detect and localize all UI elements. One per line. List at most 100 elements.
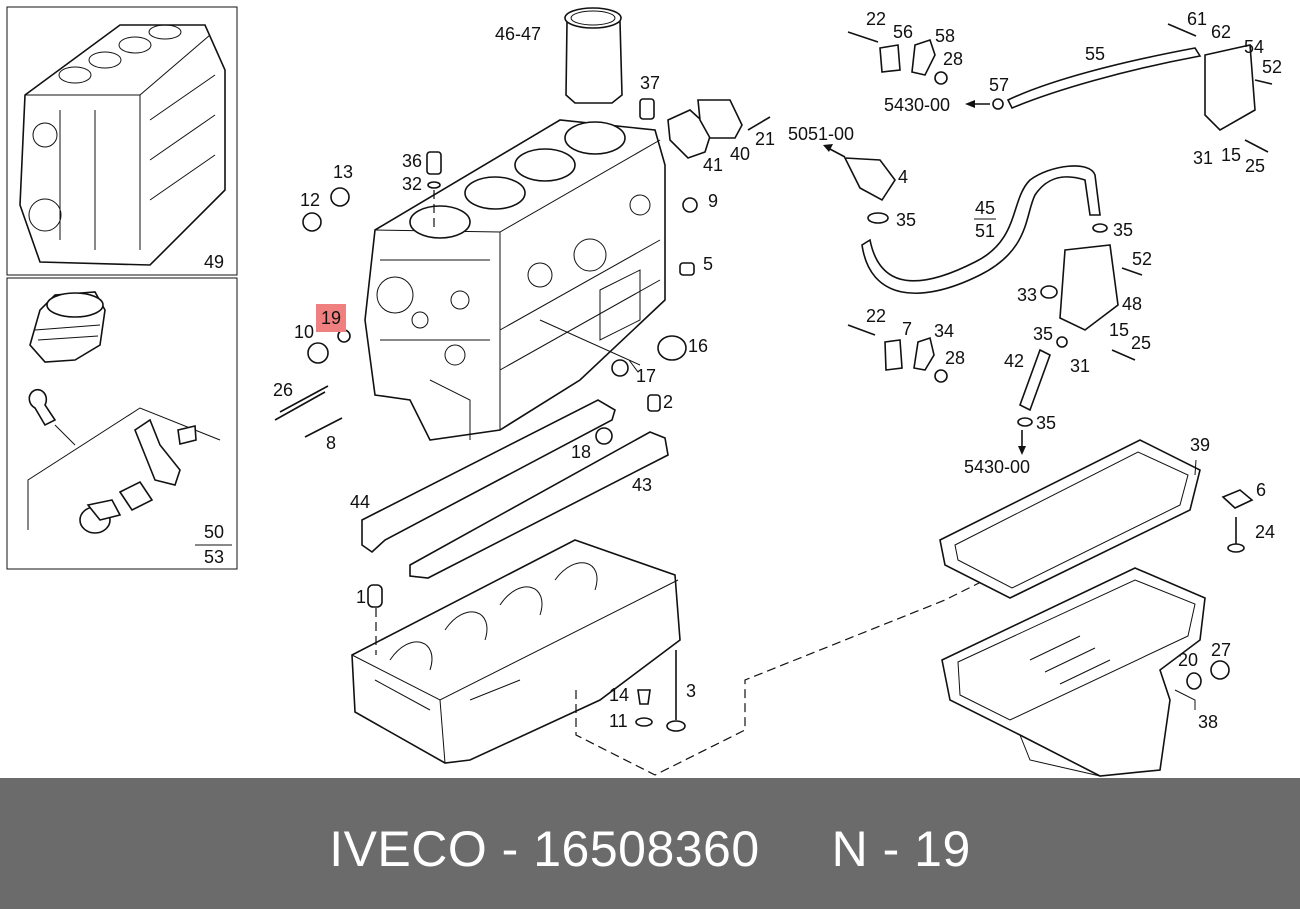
label-34: 34: [934, 321, 954, 341]
washer-11: [635, 717, 653, 727]
label-51: 51: [975, 221, 995, 241]
label-54: 54: [1244, 37, 1264, 57]
label-5430-top: 5430-00: [884, 95, 950, 115]
label-35-b: 35: [1113, 220, 1133, 240]
bolt-25-mid: [1111, 349, 1136, 361]
nut-28-mid: [934, 369, 948, 383]
plug-9: [682, 197, 698, 213]
label-43: 43: [632, 475, 652, 495]
label-55: 55: [1085, 44, 1105, 64]
bolt-22-mid: [847, 324, 876, 336]
pan-gasket-39: [939, 439, 1201, 599]
label-50: 50: [204, 522, 224, 542]
stud-26: [274, 391, 326, 421]
label-21: 21: [755, 129, 775, 149]
label-33: 33: [1017, 285, 1037, 305]
label-58: 58: [935, 26, 955, 46]
sensor-34: [913, 336, 935, 371]
label-9: 9: [708, 191, 718, 211]
label-2: 2: [663, 392, 673, 412]
label-17: 17: [636, 366, 656, 386]
inset-frame-bottom: [6, 277, 238, 570]
label-15-top: 15: [1221, 145, 1241, 165]
label-62: 62: [1211, 22, 1231, 42]
exploded-view-drawing: 49 50 53: [6, 6, 1282, 777]
label-1: 1: [356, 587, 366, 607]
label-26: 26: [273, 380, 293, 400]
plug-17: [611, 359, 629, 377]
label-27: 27: [1211, 640, 1231, 660]
part-32: [427, 181, 441, 189]
label-24: 24: [1255, 522, 1275, 542]
part-13: [330, 187, 350, 207]
sensor-58: [911, 38, 936, 76]
label-31-top: 31: [1193, 148, 1213, 168]
nut-6: [1221, 489, 1254, 509]
crankcase: [351, 539, 681, 764]
breather-54: [1204, 44, 1256, 131]
label-5430-bottom: 5430-00: [964, 457, 1030, 477]
caption-bar: IVECO - 16508360 N - 19: [0, 778, 1300, 909]
bolt-61: [1167, 23, 1197, 37]
gasket-44: [361, 399, 616, 554]
label-53: 53: [204, 547, 224, 567]
label-22-mid: 22: [866, 306, 886, 326]
label-15-mid: 15: [1109, 320, 1129, 340]
label-57: 57: [989, 75, 1009, 95]
fitting-4: [843, 157, 896, 202]
plug-5: [679, 262, 695, 276]
label-35-d: 35: [1036, 413, 1056, 433]
plug-14: [637, 689, 651, 705]
bolt-3-head: [666, 720, 686, 732]
clamp-35-b: [1092, 223, 1108, 233]
label-20: 20: [1178, 650, 1198, 670]
plug-16: [657, 335, 687, 361]
clamp-35-d: [1017, 417, 1033, 427]
label-5: 5: [703, 254, 713, 274]
label-45: 45: [975, 198, 995, 218]
label-46-47: 46-47: [495, 24, 541, 44]
pipe-55: [1006, 47, 1202, 110]
inset-liner-parts: [27, 291, 232, 546]
label-5051-00: 5051-00: [788, 124, 854, 144]
part-37: [639, 98, 655, 120]
label-35-a: 35: [896, 210, 916, 230]
part-12: [302, 212, 322, 232]
tube-42: [1019, 348, 1051, 412]
dowel-2: [647, 394, 661, 412]
clamp-57: [992, 98, 1004, 110]
label-16: 16: [688, 336, 708, 356]
hose-45-51: [861, 165, 1101, 294]
label-56: 56: [893, 22, 913, 42]
oil-pan-38: [941, 567, 1206, 777]
label-48: 48: [1122, 294, 1142, 314]
label-12: 12: [300, 190, 320, 210]
label-4: 4: [898, 167, 908, 187]
label-28-top: 28: [943, 49, 963, 69]
label-10: 10: [294, 322, 314, 342]
plug-10: [307, 342, 329, 364]
clamp-35-a: [867, 212, 889, 224]
label-3: 3: [686, 681, 696, 701]
arrow-5051: [827, 147, 846, 158]
inset-frame-top: [6, 6, 238, 276]
label-32: 32: [402, 174, 422, 194]
label-18: 18: [571, 442, 591, 462]
cylinder-liner: [564, 7, 623, 104]
label-31-mid: 31: [1070, 356, 1090, 376]
label-52-mid: 52: [1132, 249, 1152, 269]
bolt-52-top: [1254, 79, 1273, 85]
label-22-top: 22: [866, 9, 886, 29]
label-28-mid: 28: [945, 348, 965, 368]
label-25-top: 25: [1245, 156, 1265, 176]
label-25-mid: 25: [1131, 333, 1151, 353]
part-number-caption: IVECO - 16508360 N - 19: [329, 821, 971, 877]
plug-18: [595, 427, 613, 445]
label-52-top: 52: [1262, 57, 1282, 77]
gasket-43: [409, 431, 669, 579]
inset-engine-block: [19, 24, 226, 266]
clamp-35-c: [1056, 336, 1068, 348]
label-14: 14: [609, 685, 629, 705]
label-7: 7: [902, 319, 912, 339]
label-61: 61: [1187, 9, 1207, 29]
